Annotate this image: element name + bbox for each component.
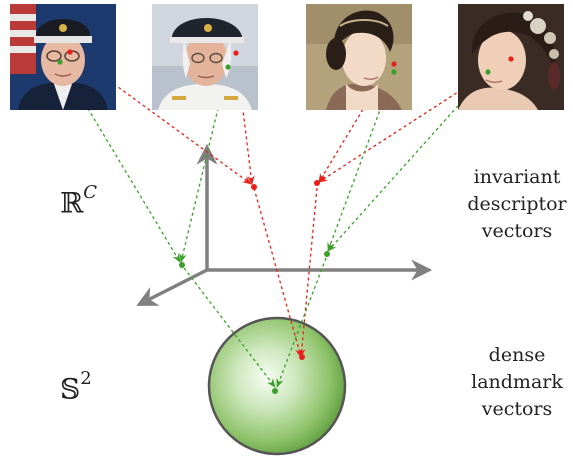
green-descriptor-point-1 bbox=[179, 262, 185, 268]
green-arrow-desc2-to-sphere bbox=[276, 257, 327, 388]
landmark-caption: dense landmark vectors bbox=[462, 342, 572, 423]
landmark-caption-line-2: landmark bbox=[471, 371, 563, 393]
descriptor-space-label: ℝC bbox=[60, 182, 97, 220]
red-descriptor-point-1 bbox=[251, 184, 257, 190]
descriptor-caption-line-3: vectors bbox=[481, 220, 553, 242]
woman-with-braided-hair-portrait bbox=[306, 4, 412, 110]
red-arrow-desc1-to-sphere bbox=[253, 187, 303, 358]
green-descriptor-point-2 bbox=[324, 251, 330, 257]
red-correspondence-arrows bbox=[69, 51, 513, 358]
red-arrow-p2-to-descriptor bbox=[235, 52, 255, 185]
officer-in-dress-uniform-portrait bbox=[10, 4, 116, 110]
coordinate-axes bbox=[136, 143, 433, 306]
landmark-caption-line-3: vectors bbox=[481, 398, 553, 420]
green-arrow-p4-to-descriptor bbox=[327, 69, 491, 252]
descriptor-caption: invariant descriptor vectors bbox=[462, 164, 572, 245]
descriptor-caption-line-1: invariant bbox=[473, 166, 561, 188]
descriptor-space-symbol: ℝ bbox=[60, 186, 84, 220]
unit-sphere bbox=[207, 316, 347, 456]
green-landmark-point bbox=[272, 388, 278, 394]
axis-diagonal bbox=[136, 268, 208, 306]
woman-with-floral-headdress-portrait bbox=[458, 4, 564, 110]
red-landmark-point bbox=[299, 354, 305, 360]
sphere-space-superscript: 2 bbox=[80, 368, 92, 389]
officer-in-white-uniform-portrait bbox=[152, 4, 258, 110]
red-descriptor-point-2 bbox=[314, 180, 320, 186]
red-arrow-desc2-to-sphere bbox=[298, 187, 318, 358]
green-arrow-desc1-to-sphere bbox=[183, 267, 276, 388]
sphere-space-label: 𝕊2 bbox=[60, 368, 92, 406]
descriptor-space-superscript: C bbox=[83, 182, 98, 203]
descriptor-caption-line-2: descriptor bbox=[467, 193, 567, 215]
sphere-space-symbol: 𝕊 bbox=[60, 372, 81, 406]
landmark-caption-line-1: dense bbox=[488, 344, 546, 366]
descriptor-points bbox=[179, 180, 330, 394]
